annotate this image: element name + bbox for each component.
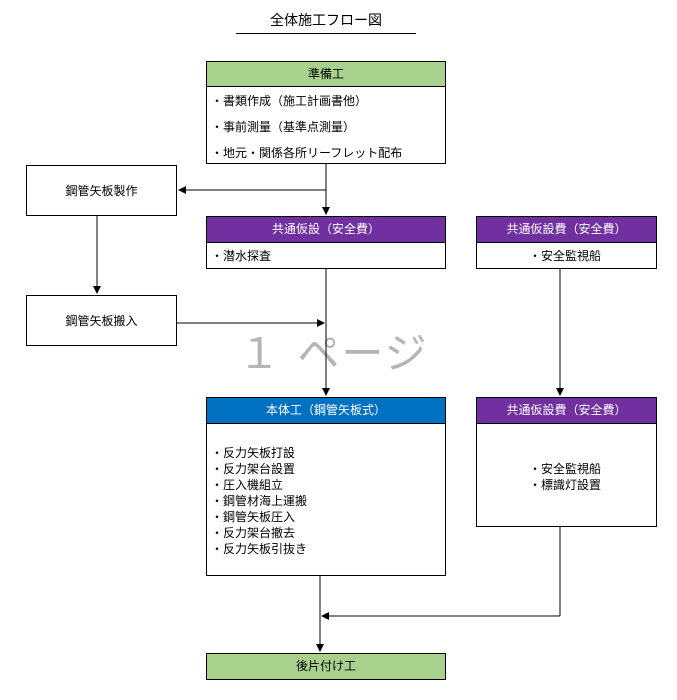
prep-header: 準備工: [206, 61, 446, 87]
prep-item: ・地元・関係各所リーフレット配布: [211, 146, 403, 160]
deliver-box: 鋼管矢板搬入: [26, 295, 177, 346]
temp-safety-1-item: ・潜水探査: [211, 249, 272, 263]
page-watermark: １ ページ: [238, 329, 429, 378]
temp-safety-3-item: ・標識灯設置: [529, 478, 602, 492]
main-work-item: ・反力架台撤去: [211, 526, 296, 540]
fabricate-label: 鋼管矢板製作: [65, 184, 138, 198]
main-work-item: ・反力架台設置: [211, 462, 296, 476]
main-work-body: ・反力矢板打設 ・反力架台設置 ・圧入機組立 ・鋼管材海上運搬 ・鋼管矢板圧入 …: [206, 423, 446, 576]
prep-item: ・書類作成（施工計画書他）: [211, 94, 368, 108]
temp-safety-3-item: ・安全監視船: [529, 462, 602, 476]
fabricate-box: 鋼管矢板製作: [26, 165, 177, 216]
cleanup-header: 後片付け工: [206, 653, 446, 680]
main-work-item: ・鋼管材海上運搬: [211, 494, 308, 508]
temp-safety-1-body: ・潜水探査: [206, 242, 446, 269]
main-work-item: ・反力矢板打設: [211, 446, 296, 460]
prep-body: ・書類作成（施工計画書他） ・事前測量（基準点測量） ・地元・関係各所リーフレッ…: [206, 86, 446, 164]
main-work-item: ・圧入機組立: [211, 478, 284, 492]
temp-safety-2-item: ・安全監視船: [529, 249, 602, 263]
main-work-header: 本体工（鋼管矢板式）: [206, 397, 446, 424]
main-work-item: ・鋼管矢板圧入: [211, 510, 296, 524]
temp-safety-2-body: ・安全監視船: [476, 242, 657, 269]
temp-safety-1-header: 共通仮設（安全費）: [206, 216, 446, 243]
page-title: 全体施工フロー図: [236, 10, 416, 34]
deliver-label: 鋼管矢板搬入: [65, 314, 138, 328]
main-work-item: ・反力矢板引抜き: [211, 542, 308, 556]
prep-item: ・事前測量（基準点測量）: [211, 120, 356, 134]
temp-safety-3-body: ・安全監視船 ・標識灯設置: [476, 423, 657, 527]
